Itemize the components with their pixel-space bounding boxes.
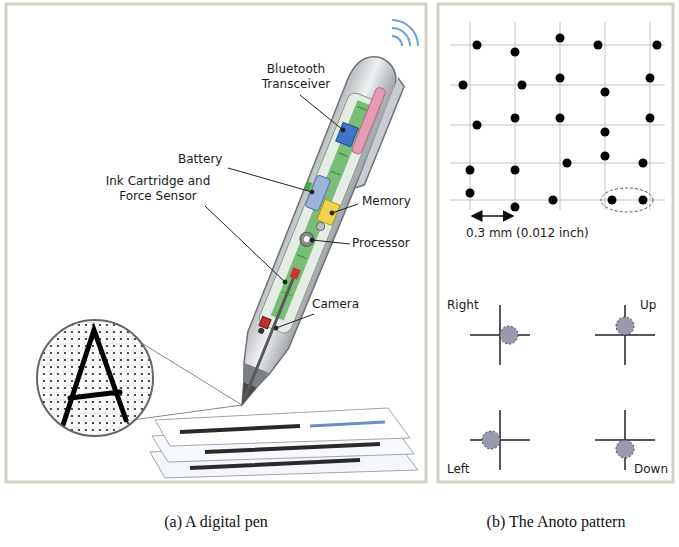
anoto-grid bbox=[450, 22, 665, 210]
part-label: Ink Cartridge and Force Sensor bbox=[92, 174, 224, 204]
digital-pen bbox=[220, 49, 411, 416]
panel-frame bbox=[438, 4, 673, 482]
direction-label: Down bbox=[634, 462, 668, 477]
direction-label: Up bbox=[640, 298, 656, 313]
wireless-waves bbox=[392, 20, 418, 46]
panel-caption: (a) A digital pen bbox=[66, 512, 366, 531]
anoto-dots bbox=[459, 34, 662, 212]
part-label: Battery bbox=[178, 152, 222, 167]
dimension-label: 0.3 mm (0.012 inch) bbox=[466, 226, 589, 241]
dot-pair-highlight bbox=[601, 188, 653, 212]
dimension-arrow bbox=[472, 215, 513, 217]
panel-caption: (b) The Anoto pattern bbox=[438, 512, 674, 531]
direction-label: Left bbox=[447, 462, 470, 477]
panel-frame bbox=[6, 4, 426, 482]
paper-sheets bbox=[150, 408, 418, 478]
direction-label: Right bbox=[447, 298, 479, 313]
leader-lines bbox=[205, 95, 358, 330]
displacement-crosses bbox=[470, 305, 655, 470]
part-label: Memory bbox=[362, 194, 411, 209]
magnifier bbox=[30, 310, 242, 440]
part-label: Camera bbox=[312, 297, 359, 312]
part-label: Bluetooth Transceiver bbox=[250, 62, 342, 92]
part-label: Processor bbox=[352, 236, 410, 251]
